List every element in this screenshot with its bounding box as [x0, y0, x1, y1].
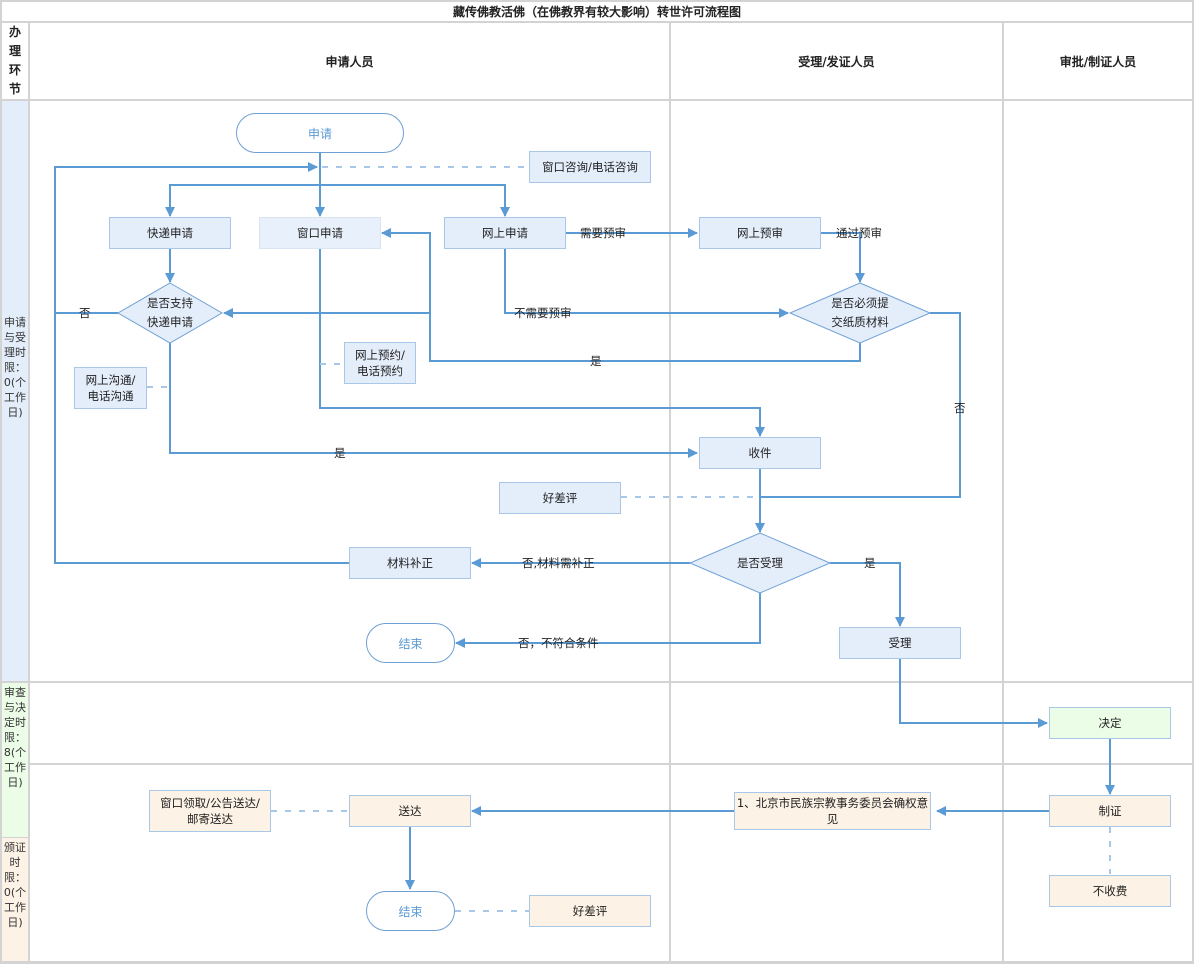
outer-bottom	[0, 961, 1194, 964]
express-apply-node[interactable]: 快递申请	[109, 217, 231, 249]
label-no-express: 否	[79, 306, 91, 320]
lane-header-approver: 审批/制证人员	[1059, 54, 1137, 69]
label-yes-express: 是	[334, 446, 346, 460]
edge-online-no-precheck	[504, 248, 789, 318]
stage-apply-accept-label: 申请与受理时限：0(个工作日)	[3, 316, 27, 419]
express-decision-label: 是否支持 快递申请	[147, 296, 193, 329]
end-node-1[interactable]: 结束	[366, 623, 455, 663]
edge-decision-accept	[830, 562, 905, 627]
label-need-precheck: 需要预审	[580, 226, 626, 240]
label-yes-accept: 是	[864, 556, 876, 570]
lane-divider-2	[1002, 22, 1004, 964]
outer-left	[0, 0, 2, 964]
outer-top	[0, 0, 1194, 2]
supplement-node[interactable]: 材料补正	[349, 547, 471, 579]
edge-supplement-loop	[54, 162, 349, 564]
opinion-node[interactable]: 1、北京市民族宗教事务委员会确权意见	[734, 792, 931, 830]
label-no-unqualified: 否，不符合条件	[518, 636, 599, 650]
lane-divider-1	[669, 22, 671, 964]
appointment-node[interactable]: 网上预约/ 电话预约	[344, 342, 416, 384]
consult-node[interactable]: 窗口咨询/电话咨询	[529, 151, 651, 183]
stage-apply-accept: 申请与受理时限：0(个工作日)	[2, 101, 28, 681]
diamond-paper	[788, 282, 932, 344]
online-precheck-node[interactable]: 网上预审	[699, 217, 821, 249]
edge-window-to-receive	[319, 248, 765, 437]
lane-header-applicant: 申请人员	[325, 54, 374, 69]
edge-precheck-pass	[821, 232, 865, 283]
edge-branch-online	[320, 184, 510, 217]
diamond-accept	[688, 532, 832, 594]
edge-paper-no	[760, 312, 961, 498]
edge-paper-yes	[381, 228, 861, 362]
stage-column-header: 办理环节	[2, 23, 28, 99]
label-yes-paper: 是	[590, 354, 602, 368]
label-no-supplement: 否,材料需补正	[522, 556, 595, 570]
label-no-precheck: 不需要预审	[514, 306, 572, 320]
title-bottom	[0, 21, 1194, 23]
accept-decision-label: 是否受理	[737, 555, 783, 570]
decide-node[interactable]: 决定	[1049, 707, 1171, 739]
stage-issue-label: 颁证时限：0(个工作日)	[3, 841, 27, 929]
header-bottom	[0, 99, 1194, 101]
stage-review-decide: 审查与决定时限：8(个工作日)	[2, 683, 28, 837]
edge-accept-to-decide	[899, 659, 1048, 728]
edge-express-yes	[169, 343, 698, 458]
accept-node[interactable]: 受理	[839, 627, 961, 659]
make-cert-node[interactable]: 制证	[1049, 795, 1171, 827]
no-fee-node[interactable]: 不收费	[1049, 875, 1171, 907]
window-apply-node[interactable]: 窗口申请	[259, 217, 381, 249]
start-node[interactable]: 申请	[236, 113, 404, 153]
stage1-bottom	[0, 681, 1194, 683]
paper-decision-label: 是否必须提 交纸质材料	[831, 296, 889, 329]
receive-node[interactable]: 收件	[699, 437, 821, 469]
stage-header-text: 办理环节	[8, 25, 21, 96]
communicate-node[interactable]: 网上沟通/ 电话沟通	[74, 367, 147, 409]
label-no-paper: 否	[954, 401, 966, 415]
diagram-title: 藏传佛教活佛（在佛教界有较大影响）转世许可流程图	[452, 5, 741, 19]
lane-header-acceptor: 受理/发证人员	[798, 54, 875, 69]
rating-node-2[interactable]: 好差评	[529, 895, 651, 927]
stage2-stage3-divider	[2, 837, 28, 838]
edge-decision-end	[455, 593, 761, 648]
rating-node-1[interactable]: 好差评	[499, 482, 621, 514]
stage2-bottom	[29, 763, 1194, 765]
stage-col-divider	[28, 22, 30, 964]
online-apply-node[interactable]: 网上申请	[444, 217, 566, 249]
edge-branch-express	[165, 184, 320, 217]
label-pass-precheck: 通过预审	[836, 226, 882, 240]
stage-review-decide-label: 审查与决定时限：8(个工作日)	[3, 686, 27, 789]
delivery-methods-node[interactable]: 窗口领取/公告送达/ 邮寄送达	[149, 790, 271, 832]
stage-issue: 颁证时限：0(个工作日)	[2, 838, 28, 961]
deliver-node[interactable]: 送达	[349, 795, 471, 827]
end-node-2[interactable]: 结束	[366, 891, 455, 931]
outer-right	[1192, 0, 1194, 964]
diamond-express	[116, 282, 224, 344]
